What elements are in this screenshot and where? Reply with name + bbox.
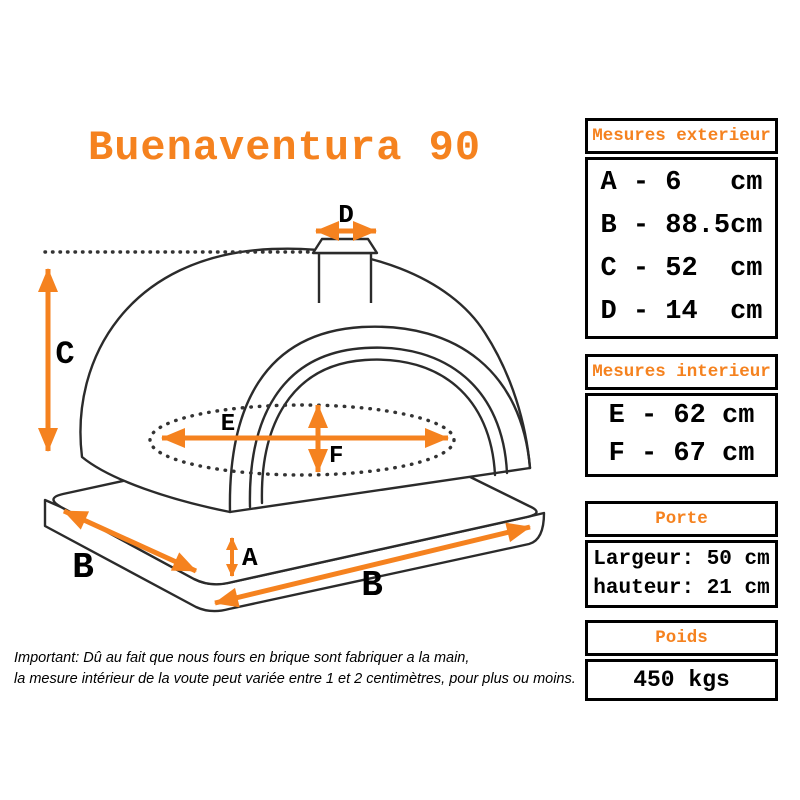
- panel-interior-values: E - 62 cm F - 67 cm: [585, 393, 778, 477]
- measure-row-f: F - 67 cm: [608, 439, 755, 469]
- measure-row-c: C - 52 cm: [600, 254, 763, 284]
- weight-row: 450 kgs: [633, 667, 730, 693]
- panel-door-header: Porte: [585, 501, 778, 537]
- product-title: Buenaventura 90: [88, 124, 482, 172]
- measure-row-e: E - 62 cm: [608, 401, 755, 431]
- label-f: F: [329, 443, 343, 470]
- measure-row-a: A - 6 cm: [600, 168, 763, 198]
- arrow-b-bottom: [214, 522, 531, 608]
- label-b-bottom: B: [361, 565, 383, 606]
- measure-row-d: D - 14 cm: [600, 297, 763, 327]
- panel-exterior-values: A - 6 cm B - 88.5cm C - 52 cm D - 14 cm: [585, 157, 778, 339]
- important-note: Important: Dû au fait que nous fours en …: [14, 648, 599, 690]
- label-e: E: [221, 411, 235, 438]
- panel-weight: Poids 450 kgs: [585, 620, 778, 701]
- panel-weight-header: Poids: [585, 620, 778, 656]
- label-d: D: [338, 200, 354, 230]
- panel-door: Porte Largeur: 50 cm hauteur: 21 cm: [585, 501, 778, 608]
- door-width-row: Largeur: 50 cm: [593, 548, 770, 571]
- measurement-panels: Mesures exterieur A - 6 cm B - 88.5cm C …: [585, 118, 778, 701]
- door-height-row: hauteur: 21 cm: [593, 577, 770, 600]
- label-a: A: [242, 543, 258, 573]
- arrow-b-left: [62, 508, 198, 574]
- important-note-line1: Important: Dû au fait que nous fours en …: [14, 650, 470, 666]
- oven-illustration: C D E F A B B: [38, 200, 546, 613]
- measure-row-b: B - 88.5cm: [600, 211, 763, 241]
- oven-chimney: [317, 251, 373, 303]
- label-b-left: B: [72, 547, 94, 588]
- panel-exterior-header: Mesures exterieur: [585, 118, 778, 154]
- interior-floor-dotted-ellipse: [148, 403, 456, 477]
- oven-chimney-cap: [311, 237, 379, 255]
- important-note-line2: la mesure intérieur de la voute peut var…: [14, 671, 576, 687]
- label-c: C: [55, 336, 74, 373]
- panel-interior-header: Mesures interieur: [585, 354, 778, 390]
- panel-weight-values: 450 kgs: [585, 659, 778, 701]
- oven-face-arch: [228, 325, 532, 514]
- panel-exterior-measures: Mesures exterieur A - 6 cm B - 88.5cm C …: [585, 118, 778, 339]
- panel-interior-measures: Mesures interieur E - 62 cm F - 67 cm: [585, 354, 778, 477]
- panel-door-values: Largeur: 50 cm hauteur: 21 cm: [585, 540, 778, 608]
